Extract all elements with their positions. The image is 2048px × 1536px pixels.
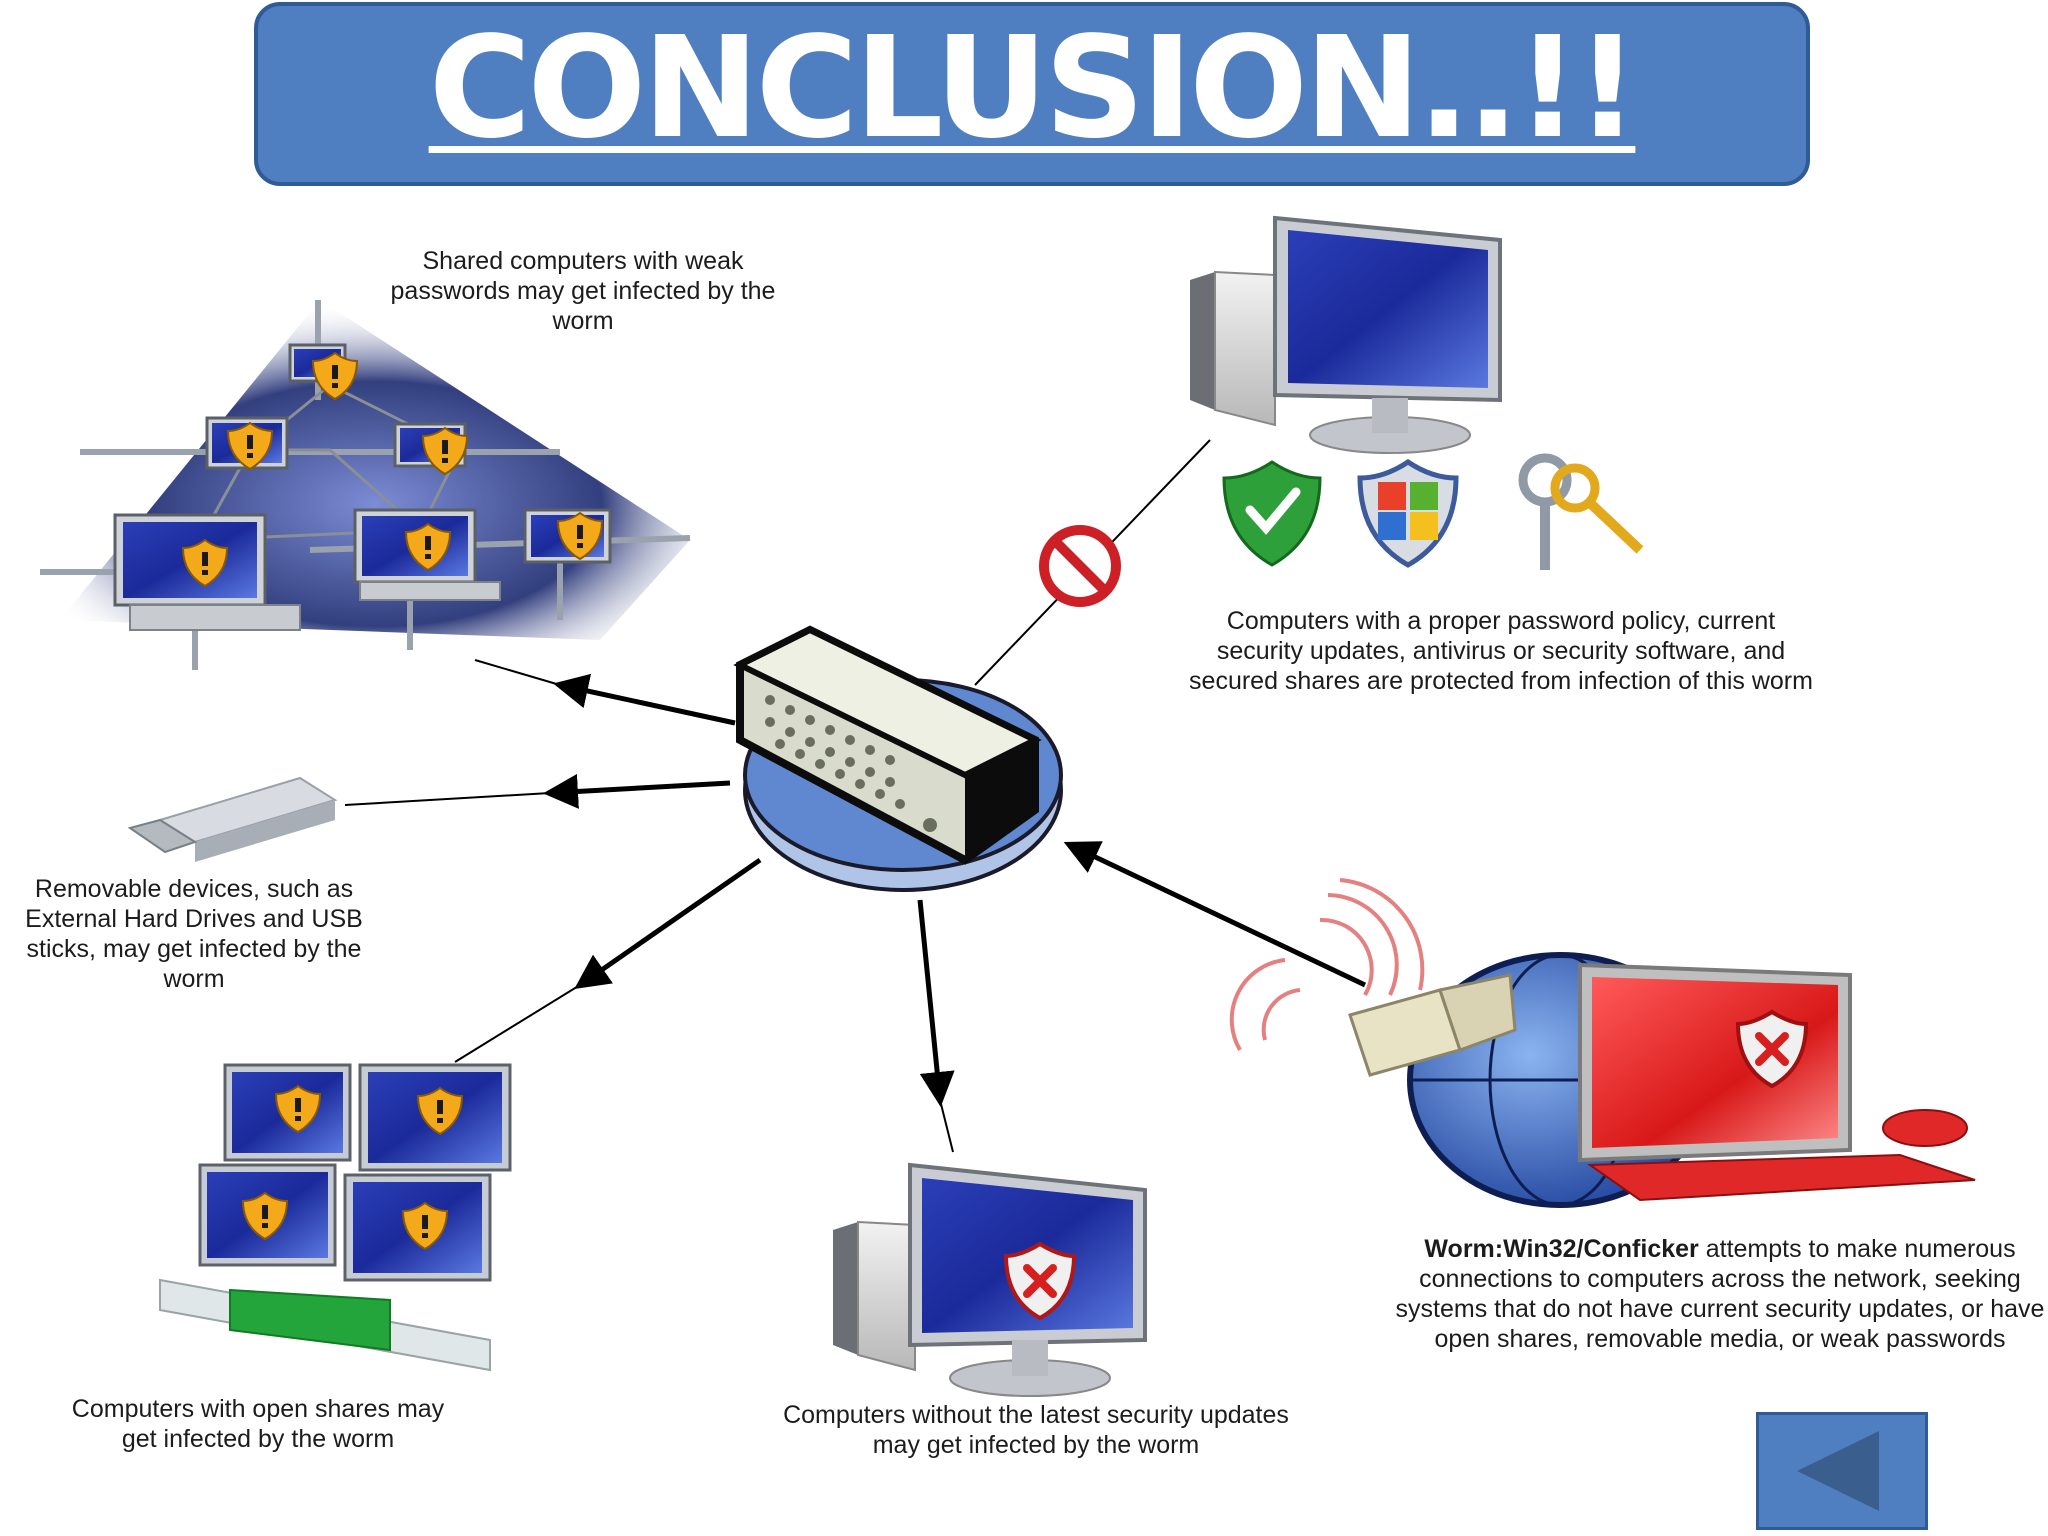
unpatched-computer-illustration	[833, 1162, 1147, 1397]
worm-desc: attempts to make numerous connections to…	[1395, 1235, 2045, 1353]
caption-no-updates: Computers without the latest security up…	[783, 1401, 1289, 1459]
connector-lines	[344, 439, 1367, 1153]
green-check-shield-icon	[1222, 460, 1322, 567]
infected-shield-icon	[1735, 1009, 1809, 1089]
network-switch-icon	[733, 625, 1063, 892]
worm-source-illustration	[1229, 878, 1976, 1208]
caption-protected-computers: Computers with a proper password policy,…	[1189, 607, 1813, 695]
no-entry-icon	[1039, 525, 1121, 607]
windows-shield-icon	[1357, 458, 1459, 568]
shared-computers-illustration	[40, 300, 691, 670]
caption-removable-devices: Removable devices, such as External Hard…	[25, 875, 363, 993]
red-x-shield-icon	[1003, 1241, 1077, 1321]
caption-shared-computers: Shared computers with weak passwords may…	[390, 247, 776, 335]
protected-computer-illustration	[1190, 215, 1502, 454]
keys-icon	[1518, 453, 1644, 570]
usb-stick-illustration	[127, 776, 338, 862]
title-banner: CONCLUSION..!!	[254, 2, 1810, 186]
caption-worm-description: Worm:Win32/Conficker attempts to make nu…	[1390, 1234, 2048, 1354]
worm-name: Worm:Win32/Conficker	[1424, 1235, 1699, 1263]
open-shares-illustration	[159, 1063, 512, 1372]
slide-title: CONCLUSION..!!	[428, 7, 1640, 170]
caption-open-shares: Computers with open shares may get infec…	[71, 1395, 445, 1453]
back-arrow-icon	[1797, 1431, 1879, 1511]
back-button[interactable]	[1756, 1412, 1928, 1530]
